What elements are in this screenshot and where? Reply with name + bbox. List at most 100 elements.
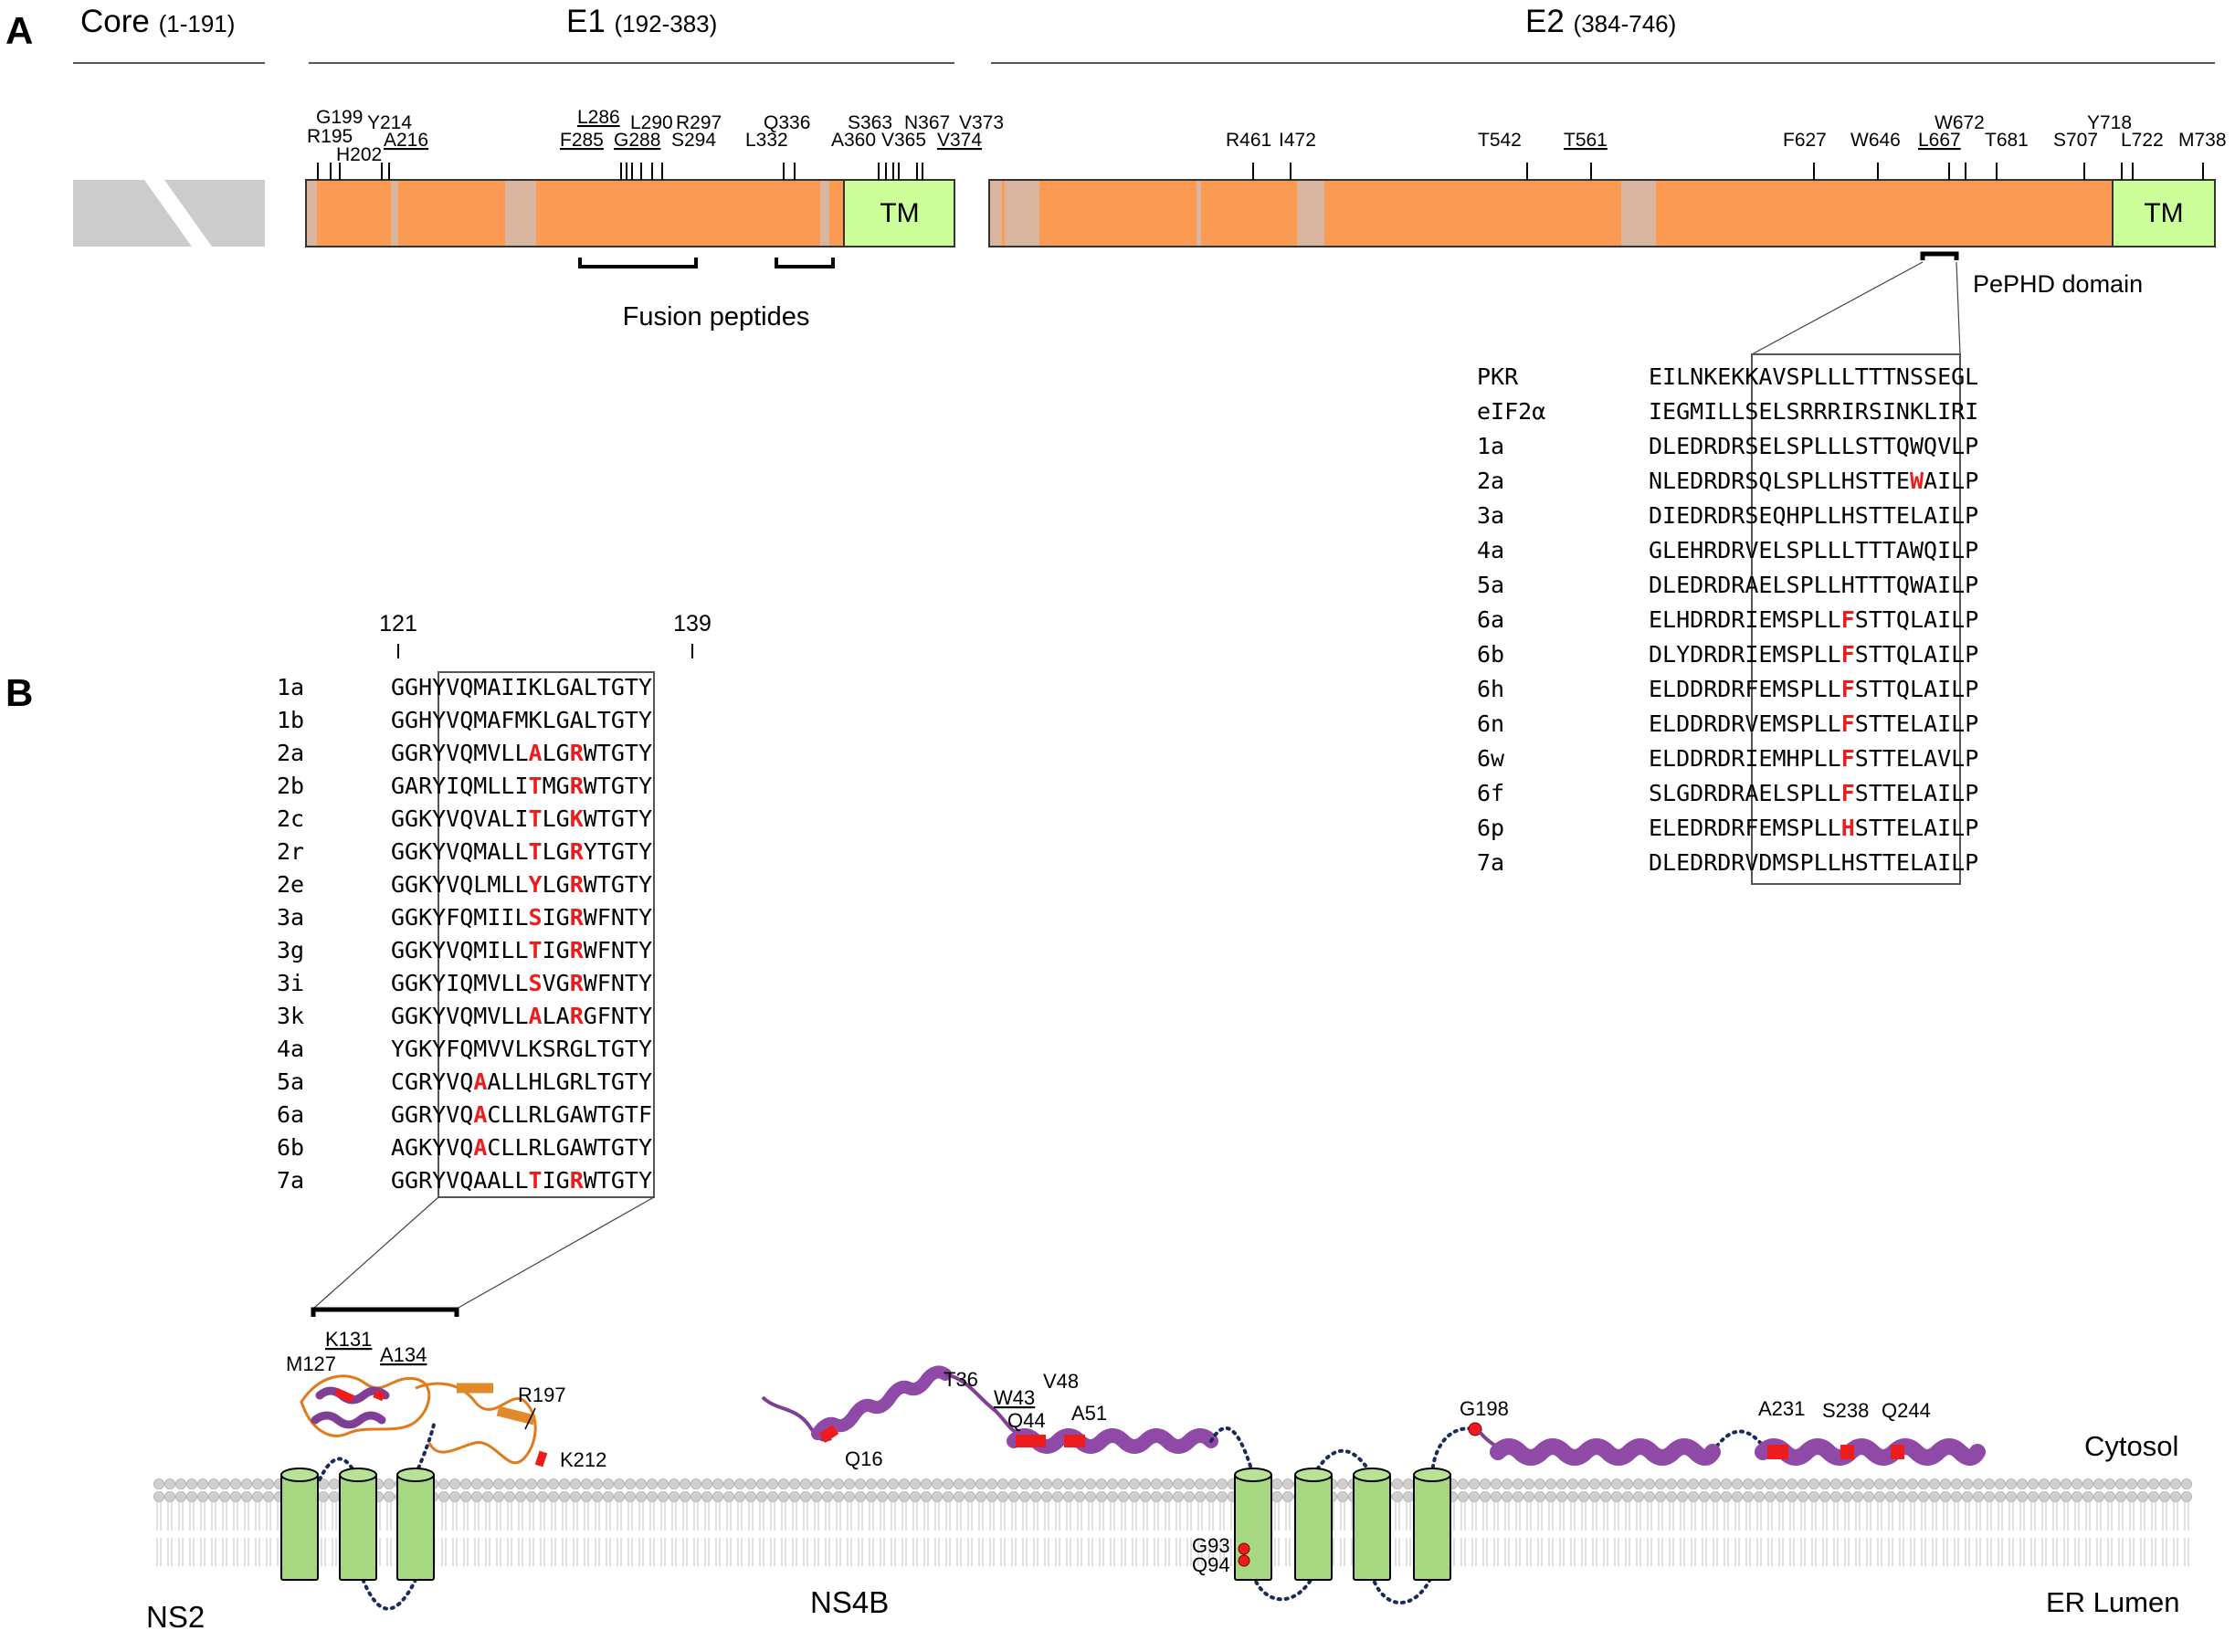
- seq-name: PKR: [1477, 363, 1519, 390]
- seq-row: NLEDRDRSQLSPLLHSTTEWAILP: [1649, 468, 1978, 494]
- core-block: [73, 180, 265, 247]
- highlighted-residue: F: [1841, 745, 1855, 772]
- zoom-line: [1956, 261, 1961, 355]
- highlighted-residue: S: [529, 970, 543, 996]
- e1-tm-label: TM: [880, 198, 919, 228]
- residue-label: S238: [1822, 1399, 1869, 1422]
- seq-row: DLEDRDRAELSPLLHTTTQWAILP: [1649, 572, 1978, 598]
- zoom-line: [456, 1196, 655, 1310]
- site-label: S363: [848, 112, 892, 133]
- seq-name: 7a: [1477, 849, 1504, 876]
- site-label: A360: [831, 130, 876, 151]
- residue-label: Q94: [1192, 1553, 1230, 1576]
- seq-row: GLEHRDRVELSPLLLTTTAWQILP: [1649, 537, 1978, 563]
- seq-row: EILNKEKKAVSPLLLTTTNSSEGL: [1649, 363, 1978, 390]
- highlighted-residue: R: [570, 740, 585, 766]
- seq-row: GARYIQMLLITMGRWTGTY: [391, 773, 652, 799]
- residue-label: V48: [1043, 1370, 1079, 1393]
- site-label: L722: [2121, 130, 2164, 151]
- seq-name: 2e: [277, 871, 304, 898]
- seq-name: 1a: [1477, 433, 1504, 459]
- seq-name: 3a: [1477, 502, 1504, 529]
- residue-label: A134: [380, 1343, 427, 1366]
- site-label: A216: [384, 130, 428, 151]
- seq-row: GGHYVQMAFMKLGALTGTY: [391, 707, 652, 733]
- seq-name: 7a: [277, 1167, 304, 1194]
- site-label: S294: [671, 130, 716, 151]
- residue-label: Q244: [1882, 1399, 1931, 1422]
- site-label: Q336: [764, 112, 810, 133]
- seq-row: ELDDRDRFEMSPLLFSTTQLAILP: [1649, 676, 1978, 702]
- seq-name: 5a: [1477, 572, 1504, 598]
- highlighted-residue: F: [1841, 676, 1855, 702]
- residue-label: A51: [1071, 1402, 1107, 1425]
- seq-row: DIEDRDRSEQHPLLHSTTELAILP: [1649, 502, 1978, 529]
- seq-name: 4a: [1477, 537, 1504, 563]
- highlighted-residue: R: [570, 1167, 585, 1194]
- ns2-tm-helices: [280, 1468, 435, 1581]
- seq-name: 6b: [1477, 641, 1504, 668]
- fusion-peptide-brackets: [578, 258, 835, 268]
- highlighted-residue: R: [570, 838, 585, 865]
- highlighted-residue: Y: [529, 871, 543, 898]
- seq-name: 6h: [1477, 676, 1504, 702]
- seq-row: GGRYVQAALLTIGRWTGTY: [391, 1167, 652, 1194]
- highlighted-residue: R: [570, 904, 585, 931]
- seq-row: GGHYVQMAIIKLGALTGTY: [391, 674, 652, 700]
- seq-name: 2c: [277, 805, 304, 832]
- ns4b-label: NS4B: [810, 1585, 889, 1619]
- site-label: R461: [1226, 130, 1271, 151]
- ns2-region-bracket: [311, 1307, 459, 1317]
- seq-name: 6b: [277, 1134, 304, 1161]
- seq-row: GGKYVQMVLLALARGFNTY: [391, 1003, 652, 1029]
- highlighted-residue: W: [1910, 468, 1924, 494]
- site-label: Y718: [2087, 112, 2132, 133]
- ns2-protease-structure: [300, 1374, 548, 1468]
- seq-row: GGRYVQMVLLALGRWTGTY: [391, 740, 652, 766]
- panel-a-label: A: [5, 9, 33, 52]
- seq-row: SLGDRDRAELSPLLFSTTELAILP: [1649, 780, 1978, 806]
- seq-name: 3k: [277, 1003, 304, 1029]
- highlighted-residue: F: [1841, 606, 1855, 633]
- zoom-line: [1751, 261, 1924, 355]
- seq-name: 3i: [277, 970, 304, 996]
- highlighted-residue: T: [529, 1167, 543, 1194]
- pephd-bracket: [1920, 251, 1959, 260]
- ns4b-residue-labels: T36 V48 W43 Q44 A51 Q16 G198 A231 S238 Q…: [845, 1368, 1931, 1576]
- site-label: S707: [2053, 130, 2098, 151]
- seq-row: CGRYVQAALLHLGRLTGTY: [391, 1068, 652, 1095]
- seq-name: 6a: [1477, 606, 1504, 633]
- seq-name: 6n: [1477, 710, 1504, 737]
- core-header: Core (1-191): [80, 4, 235, 39]
- seq-row: GGKYVQVALITLGKWTGTY: [391, 805, 652, 832]
- highlighted-residue: H: [1841, 815, 1855, 841]
- seq-name: 2a: [1477, 468, 1504, 494]
- panel-b: B 121 139 1a GGHYVQMAIIKLGALTGTY 1b GGHY…: [5, 611, 2192, 1634]
- seq-name: 1a: [277, 674, 304, 700]
- seq-row: GGKYFQMIILSIGRWFNTY: [391, 904, 652, 931]
- residue-label: Q44: [1007, 1409, 1046, 1432]
- seq-row: DLEDRDRVDMSPLLHSTTELAILP: [1649, 849, 1978, 876]
- cytosol-label: Cytosol: [2084, 1430, 2178, 1462]
- e2-tm-label: TM: [2144, 198, 2183, 228]
- seq-name: 3a: [277, 904, 304, 931]
- seq-row: YGKYFQMVVLKSRGLTGTY: [391, 1036, 652, 1062]
- seq-name: 6w: [1477, 745, 1505, 772]
- highlighted-residue: T: [529, 805, 543, 832]
- site-label: F627: [1783, 130, 1827, 151]
- site-label: W646: [1850, 130, 1901, 151]
- residue-label: T36: [944, 1368, 978, 1391]
- seq-row: ELEDRDRFEMSPLLHSTTELAILP: [1649, 815, 1978, 841]
- ns2-motif-box: [438, 671, 655, 1198]
- site-label: F285: [560, 130, 604, 151]
- ns2-label: NS2: [146, 1600, 205, 1634]
- residue-label: W43: [994, 1386, 1035, 1409]
- highlighted-residue: A: [473, 1101, 487, 1128]
- site-label: L286: [577, 107, 620, 128]
- panel-a: A Core (1-191) E1 (192-383) E2 (384-746)…: [5, 4, 2227, 885]
- site-label: L332: [745, 130, 788, 151]
- site-label: Y214: [367, 112, 412, 133]
- seq-row: GGKYVQMALLTLGRYTGTY: [391, 838, 652, 865]
- highlighted-residue: F: [1841, 641, 1855, 668]
- residue-label: A231: [1758, 1397, 1805, 1420]
